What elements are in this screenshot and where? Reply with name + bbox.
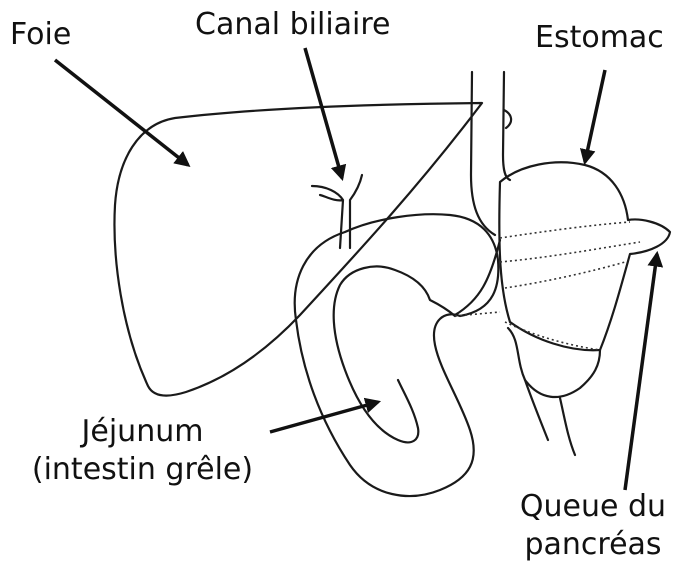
- liver-outline: [114, 103, 482, 396]
- stomach-duodenum-joint: [455, 240, 500, 315]
- pancreas-dotted-outline: [500, 222, 640, 288]
- jejunum-label-line2: (intestin grêle): [0, 451, 285, 489]
- jejunum-outline: [295, 214, 499, 496]
- arrow-bile-duct: [305, 48, 342, 178]
- pancreas-tail-label: Queue du pancréas: [495, 488, 691, 564]
- arrow-liver: [55, 60, 188, 165]
- pancreas-label-line1: Queue du: [495, 488, 691, 526]
- jejunum-label-line1: Jéjunum: [0, 413, 285, 451]
- esophagus-outline: [471, 72, 510, 235]
- liver-label: Foie: [10, 16, 71, 54]
- suture-line: [455, 312, 600, 350]
- arrow-jejunum: [270, 402, 378, 432]
- bile-duct-label: Canal biliaire: [195, 6, 391, 44]
- jejunum-label: Jéjunum (intestin grêle): [0, 413, 285, 489]
- stomach-label: Estomac: [535, 19, 664, 57]
- bile-duct-outline: [312, 175, 362, 248]
- stomach-outline: [499, 162, 670, 350]
- intestine-bulge: [508, 328, 600, 397]
- pancreas-label-line2: pancréas: [495, 526, 691, 564]
- arrow-pancreas: [625, 254, 657, 490]
- arrow-stomach: [585, 70, 605, 162]
